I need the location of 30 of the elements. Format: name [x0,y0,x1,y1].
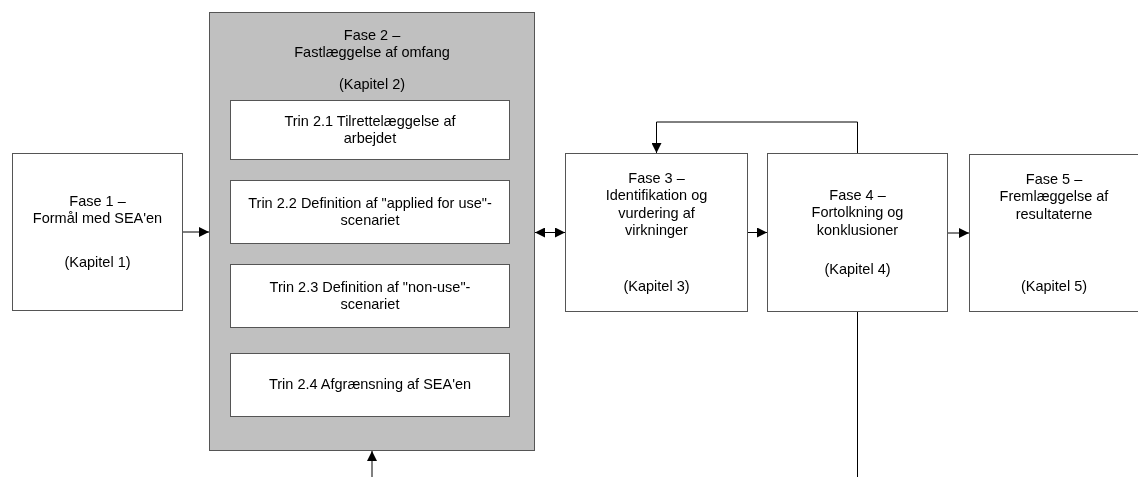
arrow [182,227,210,237]
step-title: Trin 2.2 Definition af "applied for use"-scenariet [247,194,493,230]
chapter-reference: (Kapitel 4) [824,260,891,279]
step-box [230,264,510,328]
step-title: Trin 2.1 Tilrettelæggelse af arbejdet [283,112,457,148]
chapter-reference: (Kapitel 5) [1020,277,1088,295]
step-box [230,100,510,160]
arrow [534,227,566,238]
phase-box [209,12,535,451]
step-title: Trin 2.4 Afgrænsning af SEA'en [268,376,472,394]
chapter-reference: (Kapitel 2) [338,75,406,94]
phase-box [767,153,948,312]
arrow [651,121,858,154]
chapter-reference: (Kapitel 1) [64,253,131,272]
phase-box [969,154,1138,312]
arrow [367,450,377,477]
phase-box [565,153,748,312]
phase-title: Fase 2 – Fastlæggelse af omfang [294,27,450,62]
phase-title: Fase 1 – Formål med SEA'en [32,192,163,228]
arrow [747,227,768,238]
connector-line [857,311,858,477]
step-title: Trin 2.3 Definition af "non-use"-scenariet [268,278,472,314]
phase-title: Fase 3 – Identifikation og vurdering af virkninger [604,170,709,240]
chapter-reference: (Kapitel 3) [623,277,690,295]
phase-box [12,153,183,311]
step-box [230,180,510,244]
arrow [947,228,970,238]
phase-title: Fase 5 – Fremlæggelse af resultaterne [998,171,1110,224]
phase-title: Fase 4 – Fortolkning og konklusioner [810,186,905,239]
step-box [230,353,510,417]
